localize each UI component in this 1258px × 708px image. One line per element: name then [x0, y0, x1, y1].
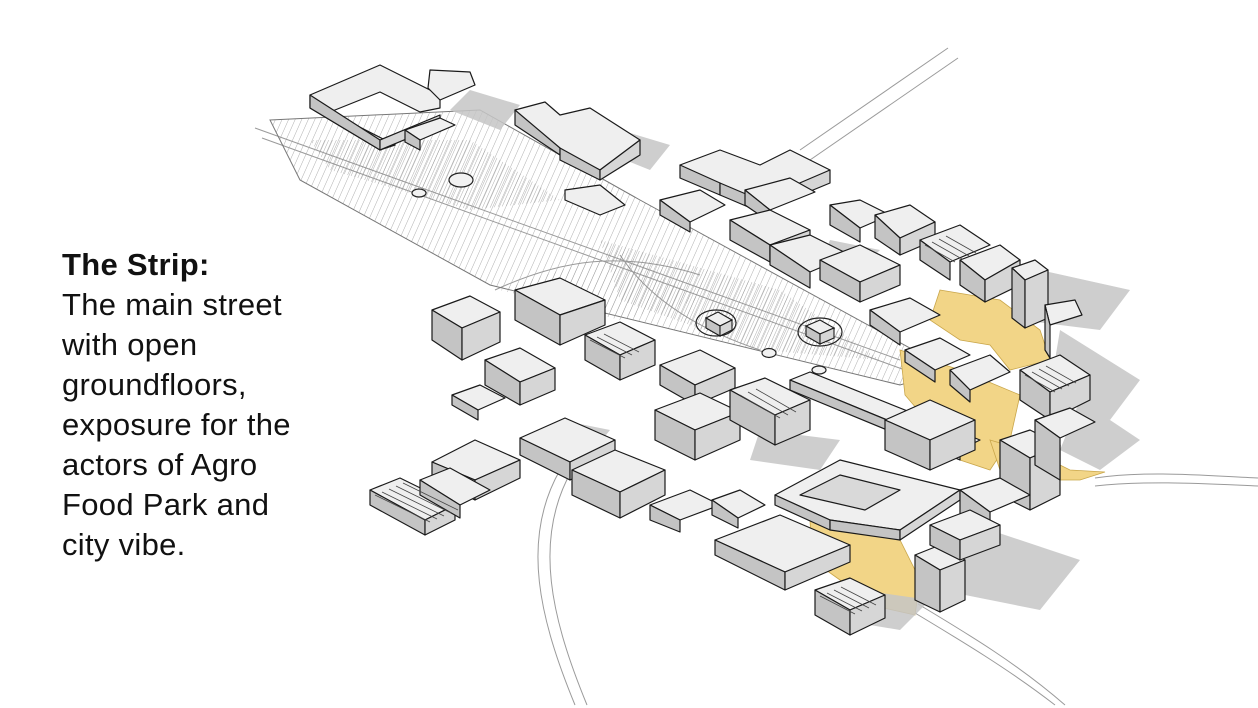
building-southwest: [370, 440, 520, 535]
